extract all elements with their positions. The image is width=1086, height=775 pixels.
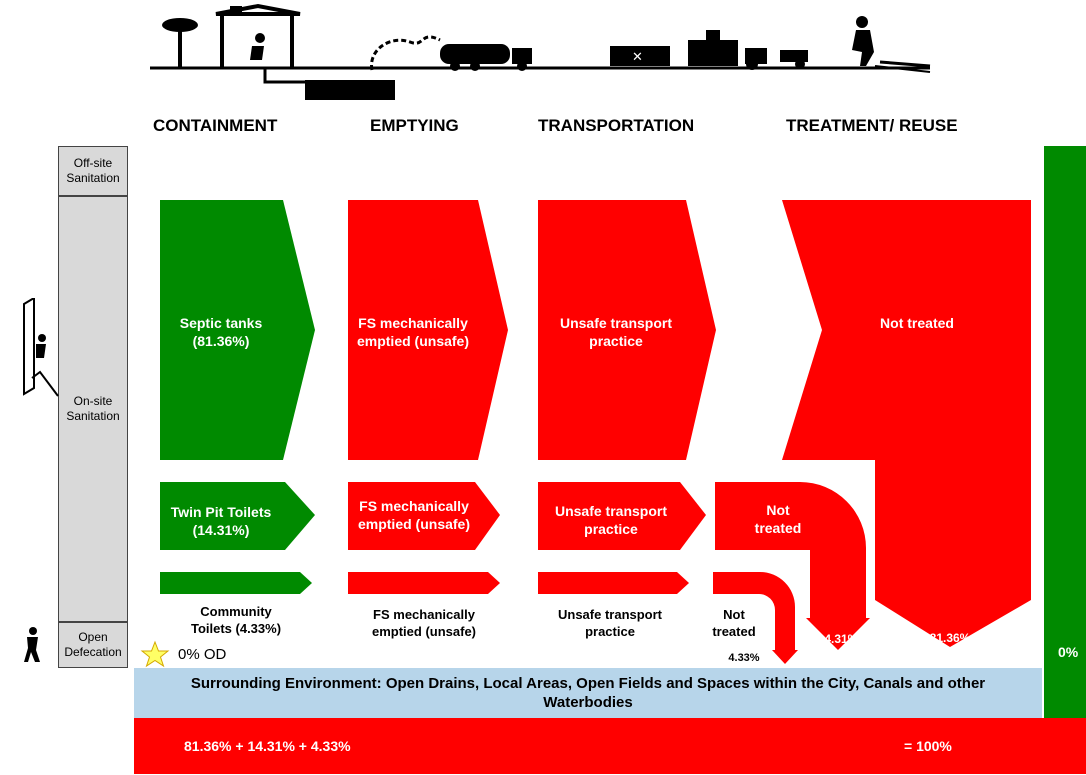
header-containment: CONTAINMENT — [153, 116, 278, 135]
svg-text:✕: ✕ — [632, 50, 643, 65]
community-containment-arrow — [160, 572, 312, 594]
twin-emptying-arrow — [348, 482, 500, 550]
septic-containment-arrow — [160, 200, 315, 460]
header-emptying: EMPTYING — [370, 116, 459, 135]
od-label: 0% OD — [178, 646, 227, 663]
offsite-sanitation-label: Off-site Sanitation — [58, 146, 128, 196]
star-icon — [140, 640, 170, 668]
sanitation-chain-illustration: ✕ — [150, 3, 931, 100]
septic-emptying-label: FS mechanically emptied (unsafe) — [356, 315, 469, 349]
safe-share-label: 0% — [1058, 644, 1079, 660]
community-transport-arrow — [538, 572, 689, 594]
twin-treatment-label: Not treated — [754, 502, 802, 536]
open-defecation-label: Open Defecation — [58, 622, 128, 668]
septic-transport-label: Unsafe transport practice — [559, 315, 673, 349]
environment-label: Surrounding Environment: Open Drains, Lo… — [190, 675, 986, 711]
twin-not-treated-flow — [715, 482, 870, 650]
twin-emptying-label: FS mechanically emptied (unsafe) — [357, 498, 470, 532]
toilet-user-icon — [23, 298, 59, 397]
community-treatment-label: Not treated — [712, 607, 756, 639]
squatting-person-icon — [24, 627, 40, 662]
farmer-icon — [852, 16, 931, 73]
twin-outflow-label: 14.31% — [817, 632, 859, 646]
footer-total-label: = 100% — [904, 738, 952, 754]
septic-emptying-arrow — [348, 200, 508, 460]
septic-containment-label: Septic tanks (81.36%) — [179, 315, 263, 349]
environment-band — [134, 668, 1042, 718]
footer-sum-label: 81.36% + 14.31% + 4.33% — [184, 738, 351, 754]
community-emptying-arrow — [348, 572, 500, 594]
safe-share-bar — [1044, 146, 1086, 718]
tractor-icon — [745, 48, 808, 70]
footer-band — [134, 718, 1086, 774]
twin-containment-arrow — [160, 482, 315, 550]
septic-treatment-label: Not treated — [880, 315, 954, 331]
community-containment-label: Community Toilets (4.33%) — [190, 604, 282, 636]
twin-transport-label: Unsafe transport practice — [554, 503, 668, 537]
treatment-plant-icon: ✕ — [610, 30, 738, 66]
septic-transport-arrow — [538, 200, 716, 460]
vacuum-truck-icon — [440, 44, 532, 71]
community-outflow-label: 4.33% — [728, 652, 760, 664]
community-transport-label: Unsafe transport practice — [557, 607, 663, 639]
community-not-treated-flow — [713, 572, 798, 664]
toilet-house-icon — [215, 3, 301, 68]
twin-transport-arrow — [538, 482, 706, 550]
header-transportation: TRANSPORTATION — [538, 116, 695, 135]
community-emptying-label: FS mechanically emptied (unsafe) — [371, 607, 476, 639]
tree-icon — [162, 18, 198, 68]
onsite-sanitation-label: On-site Sanitation — [58, 196, 128, 622]
twin-containment-label: Twin Pit Toilets (14.31%) — [170, 504, 272, 538]
septic-treatment-flow — [782, 200, 1031, 647]
header-treatment-reuse: TREATMENT/ REUSE — [786, 116, 958, 135]
septic-outflow-label: 81.36% — [929, 631, 971, 645]
